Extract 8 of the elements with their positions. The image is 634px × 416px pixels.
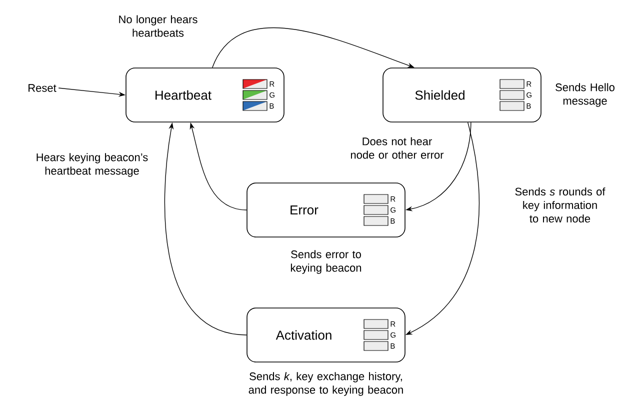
action-note: Sends k, key exchange history, and response to keying beacon [248, 372, 403, 396]
input-label: Reset [28, 84, 56, 92]
edge-label: Does not hear node or other error [350, 137, 444, 159]
edge-label: Sends s rounds of key information to new node [515, 187, 606, 223]
action-note: Sends Hello message [556, 83, 614, 107]
edge-label: No longer hears heartbeats [119, 15, 198, 37]
action-note: Sends error to keying beacon [290, 250, 362, 274]
edge-label: Hears keying beacon’s heartbeat message [36, 153, 148, 177]
